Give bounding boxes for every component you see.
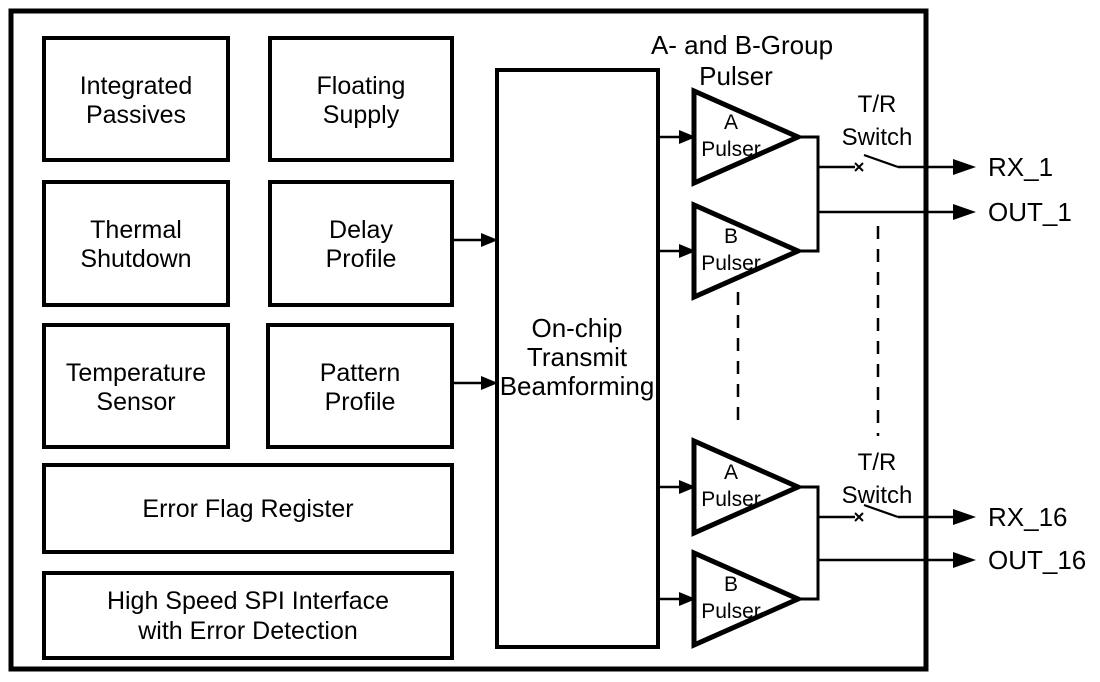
channel16-a-input-arrow <box>658 480 696 494</box>
channel1-b-pulser: B Pulser <box>691 201 805 301</box>
beamforming-label-line2: Transmit <box>527 342 628 372</box>
integrated-passives-label-line1: Integrated <box>80 72 193 100</box>
pattern-profile-label-line1: Pattern <box>320 359 401 387</box>
channel1-tr-switch-label-line1: T/R <box>858 91 897 118</box>
floating-supply-box <box>268 36 454 162</box>
channel16-b-pulser: B Pulser <box>691 549 805 649</box>
channel1-a-input-arrow <box>658 130 696 144</box>
pattern-profile-arrow <box>452 376 498 390</box>
channel-1: A Pulser B Pulser T/R Switch RX_1 <box>658 87 1072 301</box>
channel1-rx-label: RX_1 <box>988 152 1053 182</box>
beamforming-label-line3: Beamforming <box>500 371 655 401</box>
channel1-a-pulser-label-line1: A <box>724 111 738 134</box>
channel16-tr-switch-label-line2: Switch <box>842 482 913 509</box>
block-integrated-passives: Integrated Passives <box>42 36 230 162</box>
pattern-profile-label-line2: Profile <box>325 388 396 416</box>
arrowhead-icon <box>953 204 976 220</box>
integrated-passives-box <box>42 36 230 162</box>
temperature-sensor-label-line1: Temperature <box>66 359 206 387</box>
channel1-out-label: OUT_1 <box>988 197 1072 227</box>
floating-supply-label-line2: Supply <box>323 101 400 129</box>
thermal-shutdown-label-line2: Shutdown <box>80 245 191 273</box>
thermal-shutdown-label-line1: Thermal <box>90 216 182 244</box>
channel16-output-bar <box>798 485 820 601</box>
block-floating-supply: Floating Supply <box>268 36 454 162</box>
channel16-out-label: OUT_16 <box>988 545 1086 575</box>
channel16-b-pulser-label-line2: Pulser <box>701 600 761 623</box>
channel1-tr-switch-label-line2: Switch <box>842 124 913 151</box>
amplifier-triangle-icon <box>691 437 805 537</box>
channel1-b-pulser-label-line2: Pulser <box>701 252 761 275</box>
block-error-flag-register: Error Flag Register <box>42 463 454 554</box>
channel1-rx-line: RX_1 <box>818 152 1053 182</box>
channel-16: A Pulser B Pulser T/R Switch RX_16 <box>658 437 1086 649</box>
channel1-output-bar <box>798 135 820 253</box>
tr-switch-icon <box>854 153 899 172</box>
thermal-shutdown-box <box>42 180 230 307</box>
block-temperature-sensor: Temperature Sensor <box>42 323 230 449</box>
block-pattern-profile: Pattern Profile <box>266 323 454 449</box>
channel16-rx-line: RX_16 <box>818 502 1068 532</box>
arrowhead-icon <box>953 509 976 525</box>
pulser-group-heading: A- and B-Group Pulser <box>651 30 833 91</box>
delay-profile-label-line2: Profile <box>326 245 397 273</box>
integrated-passives-label-line2: Passives <box>86 101 186 129</box>
channel16-a-pulser-label-line2: Pulser <box>701 488 761 511</box>
spi-interface-label-line2: with Error Detection <box>137 617 358 645</box>
amplifier-triangle-icon <box>691 549 805 649</box>
channel16-tr-switch-label-line1: T/R <box>858 449 897 476</box>
pulser-group-heading-line2: Pulser <box>699 61 773 91</box>
error-flag-register-label: Error Flag Register <box>142 495 353 523</box>
arrowhead-icon <box>679 592 696 606</box>
delay-profile-arrow <box>452 233 498 247</box>
error-flag-register-box <box>42 463 454 554</box>
arrowhead-icon <box>953 159 976 175</box>
tr-switch-icon <box>854 503 899 522</box>
channel16-a-pulser: A Pulser <box>691 437 805 537</box>
beamforming-box <box>495 68 660 649</box>
delay-profile-label-line1: Delay <box>329 216 393 244</box>
delay-profile-box <box>268 180 454 307</box>
block-beamforming: On-chip Transmit Beamforming <box>495 68 660 649</box>
arrowhead-icon <box>481 376 498 390</box>
channel1-b-pulser-label-line1: B <box>724 225 738 248</box>
arrowhead-icon <box>679 480 696 494</box>
channel16-rx-label: RX_16 <box>988 502 1068 532</box>
beamforming-label-line1: On-chip <box>531 313 622 343</box>
channel16-a-pulser-label-line1: A <box>724 461 738 484</box>
floating-supply-label-line1: Floating <box>317 72 406 100</box>
arrowhead-icon <box>481 233 498 247</box>
arrowhead-icon <box>679 244 696 258</box>
temperature-sensor-label-line2: Sensor <box>96 388 175 416</box>
spi-interface-label-line1: High Speed SPI Interface <box>107 587 389 615</box>
channel1-out-line: OUT_1 <box>818 197 1072 227</box>
channel16-b-input-arrow <box>658 592 696 606</box>
channel1-a-pulser-label-line2: Pulser <box>701 138 761 161</box>
spi-interface-box <box>42 571 454 660</box>
channel16-b-pulser-label-line1: B <box>724 573 738 596</box>
block-delay-profile: Delay Profile <box>268 180 454 307</box>
channel1-b-input-arrow <box>658 244 696 258</box>
arrowhead-icon <box>953 552 976 568</box>
amplifier-triangle-icon <box>691 201 805 301</box>
arrowhead-icon <box>679 130 696 144</box>
channel1-a-pulser: A Pulser <box>691 87 805 187</box>
pulser-group-heading-line1: A- and B-Group <box>651 30 833 60</box>
block-spi-interface: High Speed SPI Interface with Error Dete… <box>42 571 454 660</box>
block-thermal-shutdown: Thermal Shutdown <box>42 180 230 307</box>
channel16-out-line: OUT_16 <box>818 545 1086 575</box>
chip-outline <box>8 8 929 672</box>
amplifier-triangle-icon <box>691 87 805 187</box>
temperature-sensor-box <box>42 323 230 449</box>
pattern-profile-box <box>266 323 454 449</box>
